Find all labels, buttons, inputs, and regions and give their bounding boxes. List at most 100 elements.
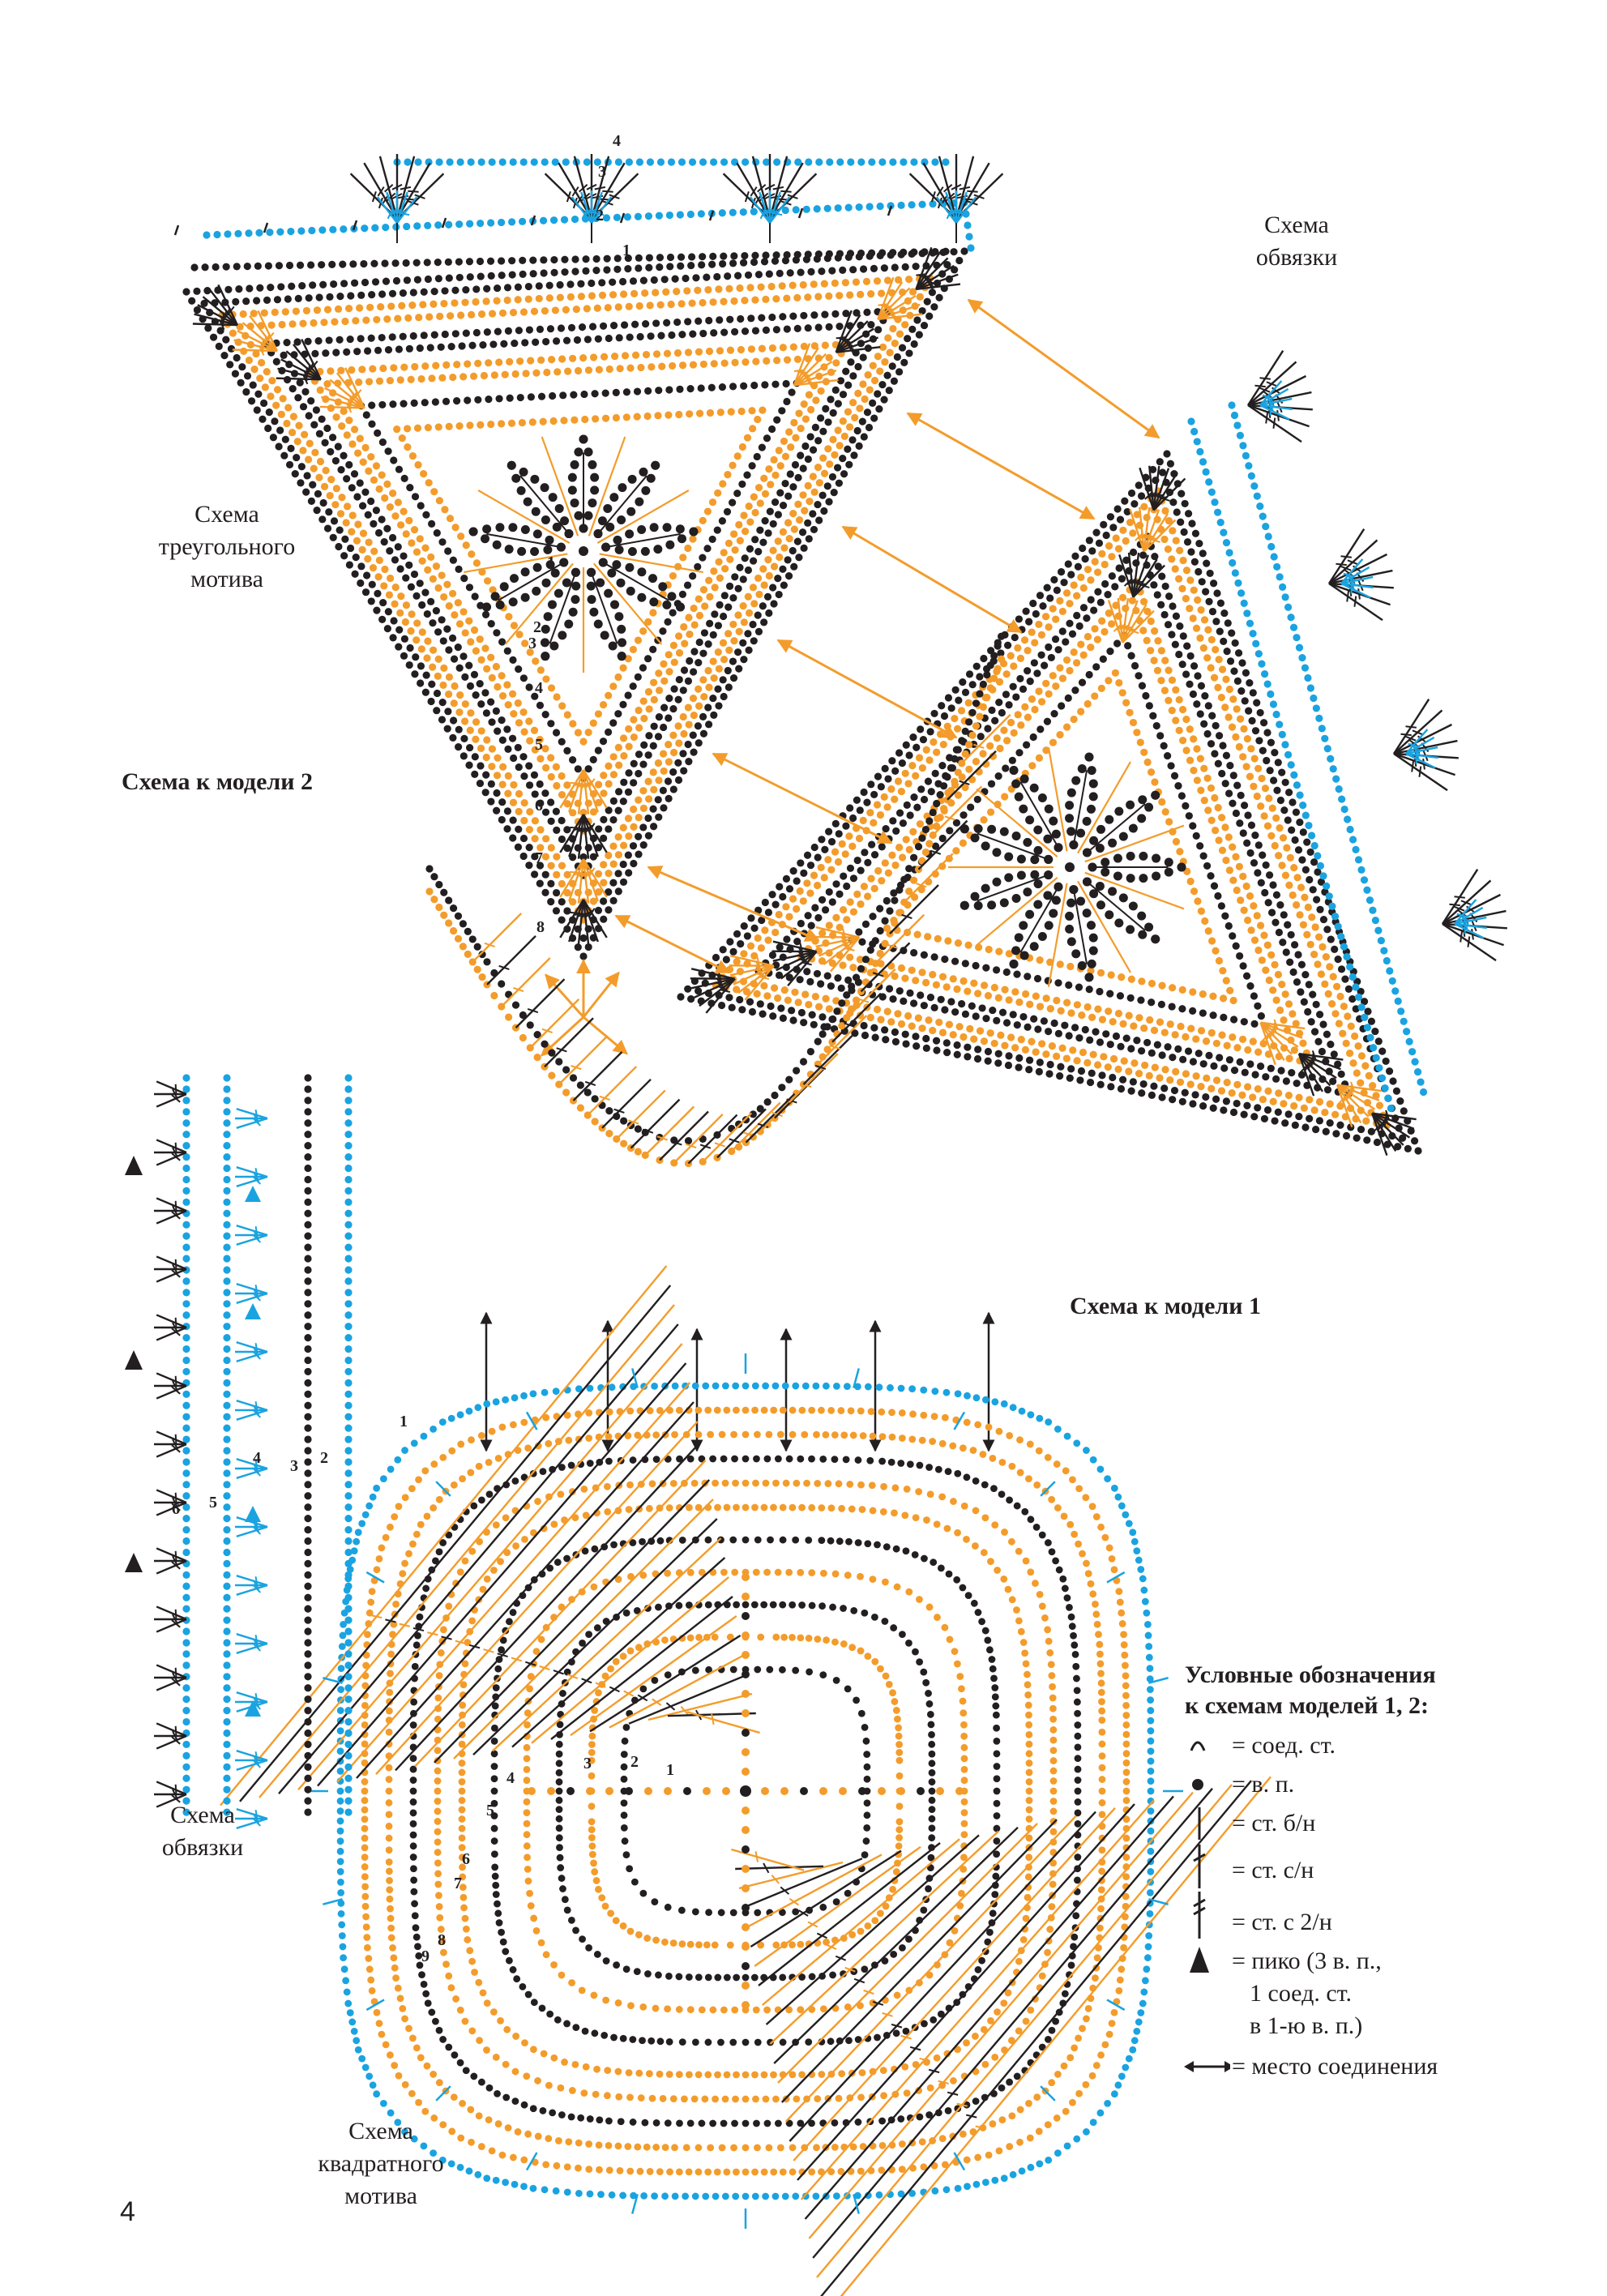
chain-dot: [1288, 1069, 1296, 1077]
chain-dot: [336, 510, 345, 518]
chain-dot: [642, 319, 650, 328]
chain-dot: [1163, 450, 1171, 458]
chain-dot: [368, 291, 376, 299]
chain-dot: [751, 508, 759, 517]
stitch: [599, 553, 703, 574]
chain-dot: [421, 399, 429, 407]
chain-dot: [635, 706, 643, 715]
chain-dot: [361, 1701, 369, 1709]
chain-dot: [1220, 1106, 1228, 1114]
chain-dot: [1196, 710, 1204, 718]
chain-dot: [1392, 1087, 1401, 1095]
chain-dot: [1092, 528, 1101, 537]
chain-dot: [815, 1003, 823, 1011]
chain-dot: [804, 481, 812, 490]
stitch: [1373, 1123, 1382, 1133]
chain-dot: [1235, 742, 1243, 751]
chain-dot: [785, 428, 793, 436]
chain-dot: [880, 395, 888, 404]
chain-dot: [1220, 609, 1229, 618]
chain-dot: [272, 357, 280, 366]
chain-dot: [350, 279, 359, 287]
chain-dot: [204, 324, 212, 332]
chain-dot: [614, 158, 622, 166]
chain-dot: [1147, 1717, 1155, 1725]
chain-dot: [571, 255, 579, 263]
chain-dot: [614, 870, 622, 878]
chain-dot: [1157, 601, 1165, 609]
chain-dot: [1250, 482, 1259, 490]
chain-dot: [874, 866, 883, 875]
chain-dot: [960, 247, 968, 255]
chain-dot: [389, 634, 397, 642]
chain-dot: [388, 289, 397, 297]
stitch: [353, 389, 362, 399]
chain-dot: [1001, 793, 1009, 801]
chain-dot: [677, 534, 686, 544]
chain-dot: [594, 710, 603, 718]
chain-dot: [1119, 526, 1127, 534]
chain-dot: [420, 2142, 428, 2150]
chain-dot: [826, 158, 834, 166]
stitch: [1471, 929, 1474, 940]
chain-dot: [1035, 1067, 1043, 1075]
chain-dot: [1005, 996, 1013, 1004]
chain-dot: [1065, 981, 1073, 990]
chain-dot: [690, 711, 698, 720]
chain-dot: [1052, 615, 1060, 623]
chain-dot: [902, 1040, 910, 1048]
chain-dot: [226, 361, 234, 369]
chain-dot: [1083, 1058, 1092, 1067]
chain-dot: [1066, 937, 1076, 947]
chain-dot: [1293, 874, 1301, 882]
chain-dot: [1144, 1631, 1152, 1640]
chain-dot: [1212, 1039, 1220, 1048]
chain-dot: [439, 1453, 447, 1461]
chain-dot: [387, 2051, 394, 2059]
chain-dot: [455, 743, 463, 751]
chain-dot: [1145, 1643, 1153, 1650]
chain-dot: [1203, 559, 1211, 567]
chain-dot: [1229, 932, 1237, 940]
chain-dot: [803, 879, 811, 887]
chain-dot: [669, 768, 677, 776]
chain-dot: [1200, 764, 1208, 772]
chain-dot: [1346, 963, 1354, 971]
chain-dot: [952, 819, 961, 827]
chain-dot: [1357, 1125, 1366, 1134]
chain-dot: [585, 2166, 593, 2174]
chain-dot: [1160, 1084, 1169, 1092]
chain-dot: [934, 934, 942, 943]
chain-dot: [891, 263, 899, 272]
chain-dot: [609, 291, 618, 299]
chain-dot: [677, 300, 686, 308]
chain-dot: [466, 726, 474, 734]
chain-dot: [566, 280, 575, 289]
chain-dot: [578, 323, 587, 331]
chain-dot: [874, 353, 883, 361]
chain-dot: [1225, 685, 1233, 694]
chain-dot: [511, 1394, 519, 1402]
chain-dot: [1181, 499, 1189, 508]
chain-dot: [1357, 866, 1366, 874]
chain-dot: [937, 995, 945, 1003]
chain-dot: [931, 842, 940, 850]
chain-dot: [885, 985, 894, 993]
chain-dot: [889, 817, 897, 825]
chain-dot: [704, 2168, 712, 2176]
chain-dot: [520, 567, 530, 577]
chain-dot: [493, 789, 501, 797]
chain-dot: [1158, 797, 1166, 806]
chain-dot: [933, 1046, 941, 1054]
chain-dot: [753, 990, 761, 998]
chain-dot: [808, 1011, 816, 1019]
chain-dot: [1353, 1134, 1361, 1142]
chain-dot: [706, 619, 714, 628]
chain-dot: [1297, 988, 1305, 996]
chain-dot: [890, 377, 899, 385]
chain-dot: [1310, 1028, 1319, 1036]
chain-dot: [625, 302, 633, 310]
chain-dot: [367, 453, 375, 461]
chain-dot: [361, 1883, 369, 1891]
chain-dot: [870, 1024, 878, 1032]
